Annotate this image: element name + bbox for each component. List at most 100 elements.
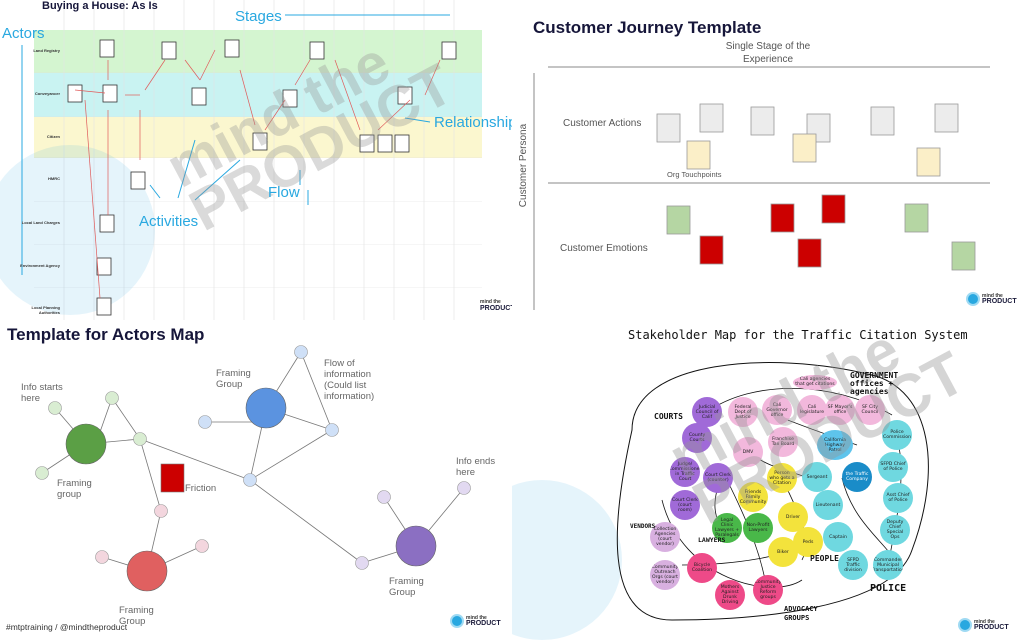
connection-line: [249, 429, 333, 481]
stakeholder-courts: Judge/ Commissioner in Traffic Court: [670, 457, 700, 487]
action-sticky-note: [656, 113, 681, 143]
stakeholder-gov: DMV: [733, 437, 763, 467]
swimlane-band: [34, 158, 482, 202]
document-sketch-icon: [96, 297, 112, 316]
document-sketch-icon: [99, 39, 115, 58]
action-sticky-note: [870, 106, 895, 136]
stakeholder-police: Sergeant: [802, 462, 832, 492]
stage-label: Single Stage of the Experience: [725, 41, 811, 65]
annotation-arrow: [177, 139, 196, 199]
positive-sticky-note: [666, 205, 691, 235]
stakeholder-courts: County Courts: [682, 423, 712, 453]
flow-annotation: Flow: [268, 184, 300, 201]
action-sticky-note: [934, 103, 959, 133]
relationship-annotation: Relationship: [434, 114, 512, 131]
positive-sticky-note: [904, 203, 929, 233]
annotation-arrow: [149, 184, 161, 199]
logo-line1: mind the: [982, 292, 1003, 299]
document-sketch-icon: [130, 171, 146, 190]
annotation-arrow: [194, 159, 241, 201]
flow-arrow: [294, 59, 311, 86]
group-label-government: GOVERNMENT offices + agencies: [850, 371, 899, 396]
annotation-arrow: [404, 117, 431, 123]
activities-annotation: Activities: [139, 213, 199, 230]
touchpoint-sticky-note: [916, 147, 941, 177]
customer-journey-template: Customer Journey Template Single Stage o…: [512, 0, 1024, 320]
stakeholder-people: Peds: [793, 527, 823, 557]
stakeholder-gov: Federal Dept of Justice: [728, 397, 758, 427]
stakeholder-advocacy: Community Justice Reform groups: [753, 575, 783, 605]
stakeholder-advocacy: Bicycle Coalition: [687, 553, 717, 583]
stakeholder-gov: SF Mayor's office: [825, 395, 855, 425]
actor-node: [243, 473, 257, 487]
document-sketch-icon: [102, 84, 118, 103]
framing-group-node: [395, 525, 437, 567]
actor-node: [195, 539, 209, 553]
actor-node: [154, 504, 168, 518]
group-label-people: PEOPLE: [810, 554, 839, 563]
negative-sticky-note: [797, 238, 822, 268]
connection-line: [300, 351, 333, 431]
framing-group-red-label: Framing Group: [119, 605, 154, 627]
actor-node: [457, 481, 471, 495]
group-label-police: POLICE: [870, 583, 907, 594]
document-sketch-icon: [224, 39, 240, 58]
actor-node: [198, 415, 212, 429]
actor-node: [95, 550, 109, 564]
action-sticky-note: [750, 106, 775, 136]
negative-sticky-note: [770, 203, 795, 233]
stakeholder-vendors: Collection Agencies (court vendor): [650, 522, 680, 552]
actors-title: Template for Actors Map: [7, 325, 205, 344]
connection-line: [249, 479, 363, 564]
framing-group-blue-label: Framing Group: [216, 368, 251, 390]
stakeholder-gov: Cali Governor office: [762, 395, 792, 425]
emotions-label: Customer Emotions: [560, 243, 648, 254]
logo-line1: mind the: [974, 618, 995, 625]
lane-label: Citizen: [46, 133, 60, 139]
framing-group-node: [245, 387, 287, 429]
framing-group-node: [126, 550, 168, 592]
actor-node: [35, 466, 49, 480]
swimlane-grid: [0, 0, 482, 320]
document-sketch-icon: [252, 132, 268, 151]
touchpoint-sticky-note: [686, 140, 711, 170]
stakeholder-gov: Cali agencies that get citations: [793, 374, 837, 390]
logo-line2: PRODUCT: [982, 298, 1017, 305]
document-sketch-icon: [309, 41, 325, 60]
stakeholder-people: Friends Family Community: [738, 482, 768, 512]
stakeholder-gov: Franchise Tax Board: [768, 427, 798, 457]
logo-line2: PRODUCT: [466, 620, 501, 627]
document-sketch-icon: [161, 41, 177, 60]
document-sketch-icon: [441, 41, 457, 60]
stakeholder-courts: Judicial Council of Calif: [692, 397, 722, 427]
touchpoint-sticky-note: [792, 133, 817, 163]
flow-arrow: [184, 59, 201, 81]
journey-canvas: [533, 66, 990, 310]
actors-annotation: Actors: [2, 25, 45, 42]
lane-label: Local Planning Authorities: [31, 305, 60, 315]
lane-label: Land Registry: [33, 47, 60, 53]
actor-node: [355, 556, 369, 570]
stakeholder-company: the Traffic Company: [842, 462, 872, 492]
lane-label: Environment Agency: [20, 262, 60, 268]
flow-arrow: [199, 49, 216, 81]
lane-label: Conveyancer: [34, 91, 60, 96]
group-label-advocacy: ADVOCACY GROUPS: [784, 605, 818, 622]
actor-node: [48, 401, 62, 415]
flow-arrow: [334, 59, 361, 131]
document-sketch-icon: [394, 134, 410, 153]
info-ends-label: Info ends here: [456, 456, 496, 478]
framing-group-green-label: Framing group: [57, 478, 92, 500]
lane-label: Local Land Charges: [21, 219, 60, 225]
stakeholder-courts: Court Clerk (counter): [703, 463, 733, 493]
document-sketch-icon: [96, 257, 112, 276]
actors-map-template: Template for Actors Map Info starts here…: [0, 320, 512, 640]
stakeholder-police: SFPD Chief of Police: [878, 452, 908, 482]
stakeholder-police: SFPD Traffic division: [838, 550, 868, 580]
stakeholder-chp: California Highway Patrol: [817, 430, 853, 460]
stakeholder-lawyers: Legal Clinic Lawyers + Paralegals: [712, 513, 742, 543]
